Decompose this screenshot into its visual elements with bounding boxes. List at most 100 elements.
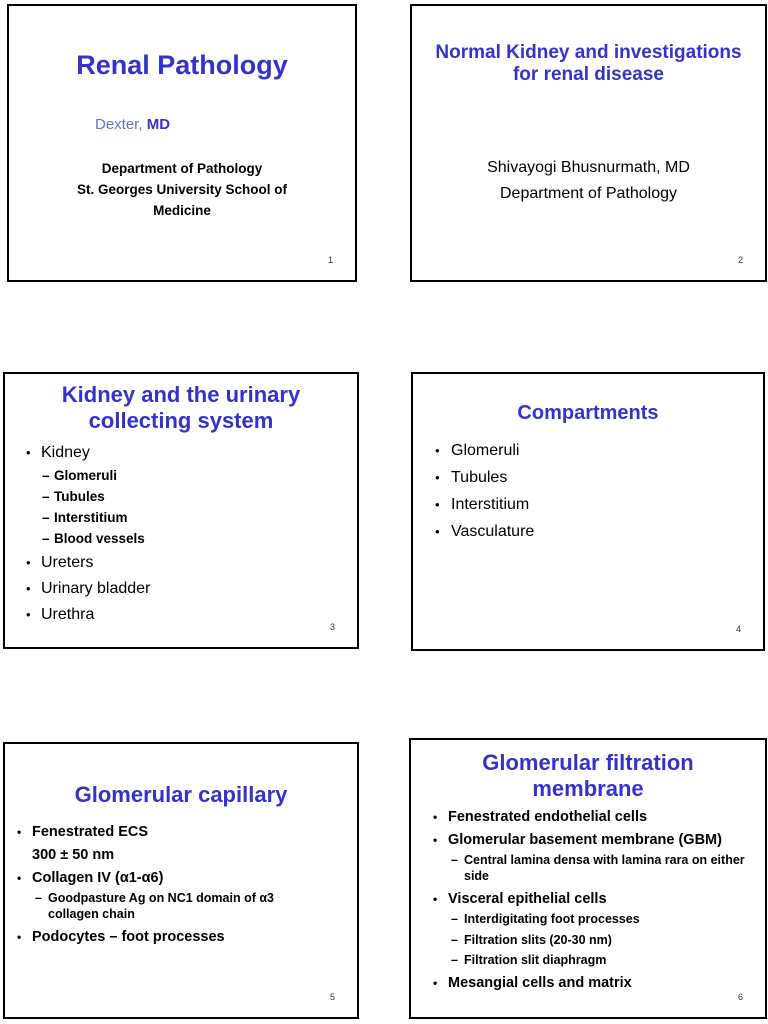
bullet-item: • Visceral epithelial cells [433,891,765,907]
bullet-text: Glomeruli [451,441,520,459]
institution-line: Medicine [153,202,211,218]
bullet-item: –Filtration slit diaphragm [433,952,765,968]
bullet-text: Interdigitating foot processes [464,912,640,927]
title-line: membrane [532,775,644,801]
bullet-item: –Blood vessels [26,531,357,546]
title-line: Renal Pathology [76,50,288,80]
bullet-text: Central lamina densa with lamina rara on… [464,852,745,884]
bullet-text: Tubules [451,468,508,486]
bullet-text: Goodpasture Ag on NC1 domain of α3 colla… [48,890,274,921]
bullet-list: • Fenestrated ECS 300 ± 50 nm • Collagen I… [5,824,357,945]
bullet-text: Filtration slit diaphragm [464,952,607,967]
slide-page-2: Normal Kidney and investigations for ren… [410,4,767,282]
institution-line: Department of Pathology [101,160,263,176]
bullet-marker: • [435,469,440,485]
bullet-item: •Glomerular basement membrane (GBM) [433,832,765,848]
author-line: Dexter, MD [95,116,355,133]
dash-marker: – [451,932,458,947]
title-line: Glomerular filtration [482,750,694,775]
bullet-text: Filtration slits (20-30 nm) [464,932,612,947]
bullet-marker: • [435,523,440,539]
bullet-marker: • [17,930,22,945]
slide-page-3: Kidney and the urinary collecting system… [3,372,359,649]
bullet-item: –Glomeruli [26,468,357,483]
bullet-item: • Fenestrated ECS [17,824,357,840]
bullet-marker: • [435,442,440,458]
bullet-item: •Kidney [26,444,357,462]
bullet-marker: • [17,824,22,839]
page-number: 4 [735,624,741,634]
bullet-item: • Vasculature [435,523,763,541]
bullet-item: • Collagen IV (α1-α6) [17,870,357,886]
bullet-item: •Urinary bladder [26,580,357,598]
bullet-text: Glomeruli [54,467,118,483]
bullet-item: • Tubules [435,469,763,487]
bullet-text: Interstitium [54,509,128,525]
slide-page-6: Glomerular filtration membrane • Fenestra… [409,738,767,1019]
dash-marker: – [42,530,50,546]
bullet-item: –Interstitium [26,510,357,525]
slide-page-5: Glomerular capillary • Fenestrated ECS 30… [3,742,359,1019]
bullet-list: • Fenestrated endothelial cells •Glomerul… [411,809,765,991]
presenter-line: Department of Pathology [500,185,677,203]
bullet-text: Fenestrated endothelial cells [448,808,648,825]
title-line: Glomerular capillary [74,782,288,807]
dash-marker: – [451,912,458,927]
dash-marker: – [35,890,42,905]
title-line: for renal disease [512,64,665,86]
bullet-marker: • [433,976,438,991]
bullet-text: Mesangial cells and matrix [448,975,632,992]
author-name: Dexter, [95,115,143,133]
bullet-item: • Urethra [26,606,357,624]
bullet-marker: • [433,809,438,824]
bullet-item: –Goodpasture Ag on NC1 domain of α3 coll… [17,891,357,922]
bullet-text: Visceral epithelial cells [448,891,607,908]
page-number: 3 [329,622,335,632]
title-line: collecting system [88,407,274,433]
bullet-item: • Glomeruli [435,442,763,460]
slide-title: Compartments [413,402,763,426]
slide-title: Kidney and the urinary collecting system [5,382,357,434]
bullet-item: •Podocytes – foot processes [17,929,357,945]
bullet-item: –Central lamina densa with lamina rara o… [433,852,765,885]
bullet-text: Collagen IV (α1-α6) [32,869,164,886]
institution-line: St. Georges University School of [76,181,288,197]
dash-marker: – [42,467,50,483]
title-line: Kidney and the urinary [61,382,301,407]
dash-marker: – [42,509,50,525]
bullet-list: •Kidney –Glomeruli –Tubules –Interstitiu… [5,444,357,624]
bullet-list: • Glomeruli • Tubules •Interstitium • Vascu… [413,442,763,541]
dash-marker: – [451,952,458,967]
institution-block: Department of Pathology St. Georges Univ… [9,159,355,222]
bullet-text: Ureters [41,553,94,571]
bullet-marker: • [17,870,22,885]
page-number: 6 [737,992,743,1002]
bullet-text: Urinary bladder [41,579,151,597]
bullet-text: Blood vessels [54,530,145,546]
bullet-item: •Interstitium [435,496,763,514]
slide-page-1: Renal Pathology Dexter, MD Department of… [7,4,357,282]
page-number: 2 [737,255,743,265]
title-line: Compartments [517,402,659,424]
bullet-item: –Filtration slits (20-30 nm) [433,932,765,948]
slide-title: Glomerular capillary [5,782,357,808]
page-number: 1 [327,255,333,265]
presenter-block: Shivayogi Bhusnurmath, MD Department of … [412,155,765,208]
bullet-text: 300 ± 50 nm [32,846,115,863]
bullet-marker: • [26,606,31,622]
bullet-marker: • [435,496,440,512]
bullet-text: Fenestrated ECS [32,823,149,840]
bullet-item: • Mesangial cells and matrix [433,975,765,991]
bullet-item: –Interdigitating foot processes [433,911,765,927]
slide-title: Normal Kidney and investigations for ren… [412,42,765,87]
bullet-marker: • [433,892,438,907]
author-degree: MD [146,115,171,133]
bullet-text: Tubules [54,488,105,504]
bullet-text: Urethra [41,605,95,623]
page-number: 5 [329,992,335,1002]
bullet-item: • Fenestrated endothelial cells [433,809,765,825]
dash-marker: – [451,852,458,867]
slide-title: Glomerular filtration membrane [411,750,765,802]
bullet-text: Vasculature [451,522,535,540]
presenter-line: Shivayogi Bhusnurmath, MD [487,158,690,176]
